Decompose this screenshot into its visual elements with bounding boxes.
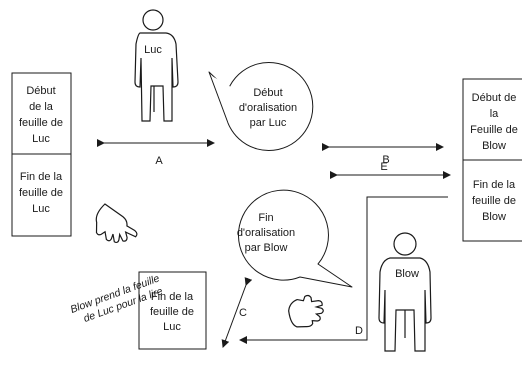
arrow-a-label: A [155, 155, 163, 167]
blow-sheet-bottom-line-3: Blow [482, 211, 506, 223]
arrow-d-label: D [355, 325, 363, 337]
bubble-top-line-3: par Luc [250, 117, 287, 129]
luc-sheet-top-line-2: de la [29, 101, 54, 113]
luc-sheet-top-line-1: Début [26, 85, 55, 97]
bubble-bottom-line-3: par Blow [245, 242, 288, 254]
luc-name-label: Luc [144, 44, 162, 56]
luc-sheet-top-line-3: feuille de [19, 117, 63, 129]
bubble-top-line-1: Début [253, 87, 282, 99]
luc-sheet-bottom-line-2: feuille de [19, 187, 63, 199]
bubble-bottom-line-2: d'oralisation [237, 227, 295, 239]
blow-sheet-top-line-4: Blow [482, 140, 506, 152]
speech-bubble-blow-end: Fin d'oralisation par Blow [237, 189, 353, 288]
arrow-b-label: B [382, 154, 389, 166]
blow-sheet-bottom-line-2: feuille de [472, 195, 516, 207]
luc-sheet-top-line-4: Luc [32, 133, 50, 145]
luc-sheet-bottom-line-3: Luc [32, 203, 50, 215]
person-icon [378, 232, 432, 352]
bubble-bottom-line-1: Fin [258, 212, 273, 224]
blow-figure: Blow [378, 232, 432, 352]
blow-sheet-bottom-line-1: Fin de la [473, 179, 516, 191]
blow-sheet-top-line-2: la [490, 108, 499, 120]
arrow-e-label: E [380, 161, 387, 173]
person-icon [134, 9, 179, 122]
hand-icon [95, 203, 138, 244]
moved-luc-sheet: Fin de la feuille de Luc [138, 271, 207, 350]
arrow-c: C [221, 277, 253, 348]
moved-sheet-line-2: feuille de [150, 306, 194, 318]
blow-sheet: Début de la Feuille de Blow Fin de la fe… [462, 78, 522, 242]
blow-sheet-top-line-3: Feuille de [470, 124, 518, 136]
arrow-e: E [330, 161, 451, 179]
luc-sheet: Début de la feuille de Luc Fin de la feu… [11, 72, 72, 237]
luc-sheet-bottom-line-1: Fin de la [20, 171, 63, 183]
arrow-b: B [322, 143, 444, 166]
arrow-d: D [239, 196, 448, 344]
blow-sheet-top-line-1: Début de [472, 92, 517, 104]
bubble-top-line-2: d'oralisation [239, 102, 297, 114]
luc-figure: Luc [134, 9, 179, 122]
moved-sheet-line-1: Fin de la [151, 291, 194, 303]
speech-bubble-luc-start: Début d'oralisation par Luc [208, 62, 314, 151]
arrow-a: A [97, 139, 215, 167]
blow-name-label: Blow [395, 268, 419, 280]
moved-sheet-line-3: Luc [163, 321, 181, 333]
arrow-c-label: C [239, 307, 247, 319]
hand-icon [288, 294, 324, 328]
